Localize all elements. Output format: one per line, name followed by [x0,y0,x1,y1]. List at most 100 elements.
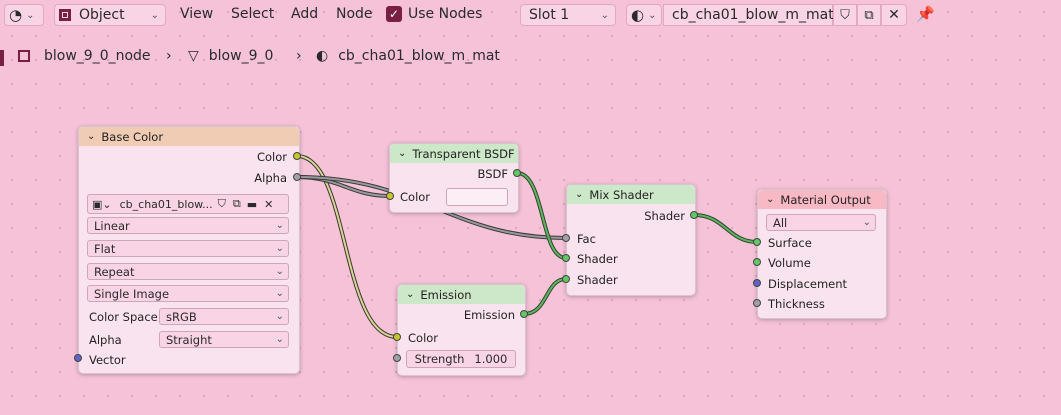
close-icon: ✕ [888,7,900,23]
menu-view[interactable]: View [180,6,214,22]
socket-input-fac[interactable] [562,234,570,242]
input-thickness-label: Thickness [768,297,825,311]
socket-input-strength[interactable] [393,354,401,362]
strength-field[interactable]: Strength 1.000 [406,350,516,368]
node-header[interactable]: ⌄ Transparent BSDF [390,144,518,163]
socket-output-color[interactable] [293,152,301,160]
node-mix-shader[interactable]: ⌄ Mix Shader Shader Fac Shader Shader [566,184,696,296]
source-dropdown[interactable]: Single Image ⌄ [87,285,289,302]
extension-dropdown[interactable]: Repeat ⌄ [87,263,289,280]
material-name-field[interactable]: cb_cha01_blow_m_mat [663,4,834,26]
object-icon [18,50,30,62]
socket-output-shader[interactable] [690,211,698,219]
projection-dropdown[interactable]: Flat ⌄ [87,240,289,257]
input-fac-label: Fac [577,232,596,246]
node-header[interactable]: ⌄ Material Output [758,190,886,209]
image-selector[interactable]: ▣⌄ cb_cha01_blow... ⛉ ⧉ ▬ ✕ [87,194,289,214]
socket-output-emission[interactable] [520,310,528,318]
menu-node[interactable]: Node [336,6,373,22]
input-displacement-label: Displacement [768,277,848,291]
node-title: Material Output [780,192,871,207]
node-emission[interactable]: ⌄ Emission Emission Color Strength 1.000 [397,284,526,376]
output-shader-label: Shader [644,209,685,223]
collapse-chevron-icon[interactable]: ⌄ [766,194,775,205]
target-value: All [773,215,788,230]
slot-dropdown[interactable]: Slot 1 ⌄ [520,4,616,26]
breadcrumb-item-material: ◐ cb_cha01_blow_m_mat [316,48,500,64]
chevron-down-icon: ⌄ [275,311,284,322]
shield-icon[interactable]: ⛉ [217,197,226,210]
color-space-dropdown[interactable]: sRGB ⌄ [159,308,289,325]
target-dropdown[interactable]: All ⌄ [766,214,876,231]
close-icon[interactable]: ✕ [264,197,274,211]
copy-icon[interactable]: ⧉ [232,197,241,210]
breadcrumb-item-object: blow_9_0_node [18,48,151,64]
node-title: Mix Shader [589,187,654,202]
slot-label: Slot 1 [529,7,570,23]
socket-input-color[interactable] [393,333,401,341]
chevron-down-icon: ⌄ [275,266,284,277]
breadcrumb-label: blow_9_0 [208,48,274,64]
checkmark-icon: ✓ [386,6,402,22]
socket-output-bsdf[interactable] [513,169,521,177]
source-value: Single Image [94,286,170,301]
strength-label: Strength [414,352,465,366]
menu-select[interactable]: Select [231,6,275,22]
editor-type-button[interactable]: ◔ ⌄ [4,4,44,26]
material-browse-button[interactable]: ◐ ⌄ [626,4,662,26]
socket-input-shader-1[interactable] [562,254,570,262]
pin-icon[interactable]: 📌 [916,5,935,23]
alpha-mode-label: Alpha [89,333,122,347]
socket-input-vector[interactable] [74,354,82,362]
node-base-color[interactable]: ⌄ Base Color Color Alpha ▣⌄ cb_cha01_blo… [78,126,300,374]
chevron-down-icon: ⌄ [275,288,284,299]
socket-input-volume[interactable] [753,258,761,266]
unlink-material-button[interactable]: ✕ [881,4,907,26]
material-sphere-icon: ◐ [316,48,329,64]
collapse-chevron-icon[interactable]: ⌄ [398,148,407,159]
chevron-down-icon: ⌄ [26,9,35,21]
chevron-down-icon: ⌄ [648,9,657,21]
input-color-label: Color [408,331,439,345]
socket-input-shader-2[interactable] [562,275,570,283]
material-sphere-icon: ◐ [631,6,645,24]
node-material-output[interactable]: ⌄ Material Output All ⌄ Surface Volume D… [757,189,887,319]
vector-input-label: Vector [89,353,126,367]
image-name: cb_cha01_blow... [119,197,212,211]
object-icon [59,9,71,21]
mode-label: Object [79,7,125,23]
breadcrumb-item-mesh: ▽ blow_9_0 [188,48,273,64]
alpha-mode-value: Straight [166,332,212,347]
color-swatch[interactable] [446,188,508,206]
socket-output-alpha[interactable] [293,173,301,181]
folder-icon[interactable]: ▬ [246,197,258,211]
collapse-chevron-icon[interactable]: ⌄ [87,131,96,142]
socket-input-displacement[interactable] [753,279,761,287]
node-transparent-bsdf[interactable]: ⌄ Transparent BSDF BSDF Color [389,143,519,213]
shield-icon: ⛉ [840,7,850,23]
input-shader-label: Shader [577,273,618,287]
socket-input-thickness[interactable] [753,299,761,307]
collapse-chevron-icon[interactable]: ⌄ [406,289,415,300]
collapse-chevron-icon[interactable]: ⌄ [575,189,584,200]
alpha-mode-dropdown[interactable]: Straight ⌄ [159,331,289,348]
breadcrumb-label: blow_9_0_node [44,48,151,64]
duplicate-material-button[interactable]: ⧉ [857,4,881,26]
interpolation-value: Linear [94,218,130,233]
chevron-down-icon: ⌄ [275,243,284,254]
node-header[interactable]: ⌄ Mix Shader [567,185,695,204]
mode-dropdown[interactable]: Object ⌄ [54,4,166,26]
node-header[interactable]: ⌄ Base Color [79,127,299,146]
interpolation-dropdown[interactable]: Linear ⌄ [87,217,289,234]
socket-input-surface[interactable] [753,238,761,246]
node-header[interactable]: ⌄ Emission [398,285,525,304]
fake-user-button[interactable]: ⛉ [833,4,857,26]
image-icon[interactable]: ▣⌄ [92,197,112,211]
input-color-label: Color [400,190,431,204]
breadcrumb-label: cb_cha01_blow_m_mat [338,48,500,64]
menu-add[interactable]: Add [291,6,319,22]
use-nodes-toggle[interactable]: ✓ Use Nodes [386,6,482,22]
socket-input-color[interactable] [386,192,394,200]
node-title: Emission [420,287,472,302]
chevron-right-icon: › [296,48,302,64]
